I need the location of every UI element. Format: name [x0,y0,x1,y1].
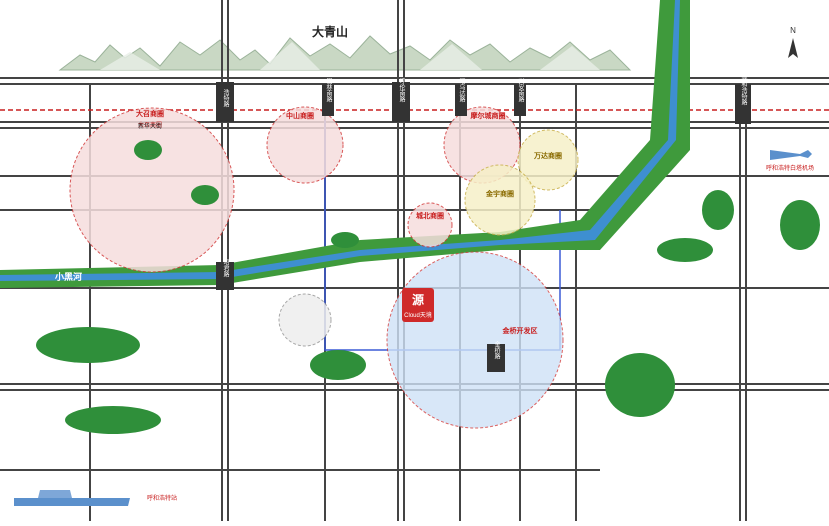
district-circle-jinyu [464,164,536,236]
special-label-0: 大召商圈 [138,121,162,129]
district-circle-chengbei [407,202,453,248]
district-label-zhongshan: 中山商圈 [286,111,314,120]
mountain-range [58,35,632,71]
district-circle-jinqiao [386,251,564,429]
north-arrow-icon [788,38,798,58]
district-circle-moer [443,106,521,184]
district-circle-zhongshan [266,106,344,184]
district-circle-dazhao [69,107,235,273]
road-label-1: 锡林南路 [325,77,332,103]
green-parks [36,140,820,434]
district-label-chengbei: 城北商圈 [416,211,444,220]
mountain-label: 大青山 [312,24,348,39]
special-label-2: 呼和浩特站 [147,494,177,502]
district-label-jinyu: 金宇商圈 [485,189,514,198]
special-label-3: 呼和浩特白塔机场 [766,164,814,172]
road-label-4: 兴安南路 [517,77,524,103]
district-label-wanda: 万达商圈 [533,151,562,160]
plane-icon [770,150,812,160]
road-label-5: 昭君路 [222,259,229,278]
road-label-7: 呼和浩特路 [740,75,747,106]
district-label-dazhao: 大召商圈 [136,109,164,118]
project-logo-text: 源 [412,292,424,307]
district-circle-wanda [517,129,579,191]
road-label-3: 昭乌达路 [458,78,465,103]
road-label-6: 金桥路 [493,340,500,360]
road-label-0: 浩特路 [222,88,229,108]
district-label-moer: 摩尔城商圈 [470,111,506,120]
river-label: 小黑河 [54,271,82,282]
airport-icon [14,490,130,506]
district-circle-gray [278,293,332,347]
road-label-2: 呼伦南路 [398,78,405,103]
project-marker[interactable] [402,288,434,322]
district-label-jinqiao: 金桥开发区 [502,326,538,335]
north-label: N [790,26,796,35]
road-label-group [216,82,751,372]
project-name-text: Cloud天境 [404,311,432,319]
special-label-1: 新华大街 [138,122,162,130]
